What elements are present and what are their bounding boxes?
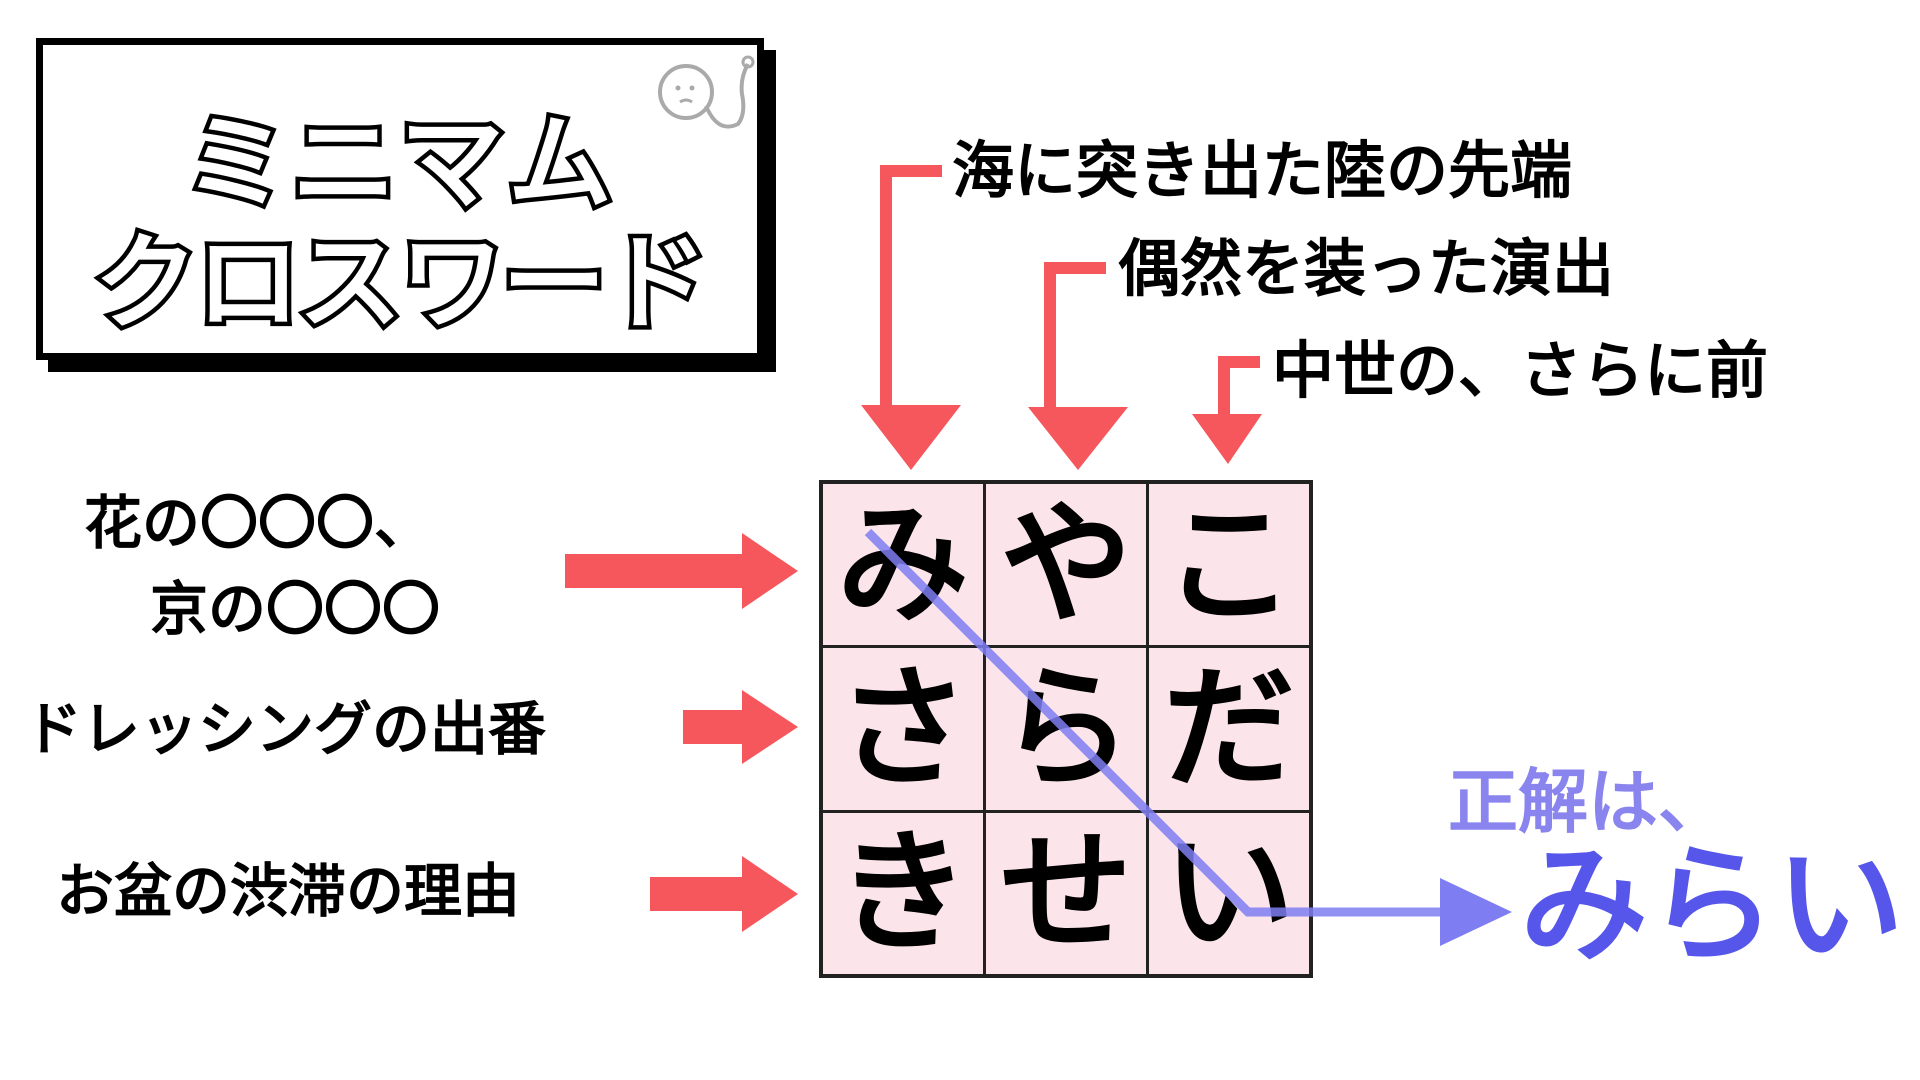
title-line-1: ミニマム — [179, 102, 616, 224]
title-line-2: クロスワード — [89, 222, 712, 344]
grid-cell-r1c3[interactable]: こ — [1149, 484, 1309, 646]
grid-cell-r2c3[interactable]: だ — [1149, 648, 1309, 810]
down-arrow-1 — [861, 165, 961, 470]
down-clue-1: 海に突き出た陸の先端 — [952, 134, 1573, 207]
across-clue-1-line1: 花の〇〇〇、 — [84, 489, 433, 557]
grid-cell-r1c1[interactable]: み — [823, 484, 983, 646]
grid-cell-r3c2[interactable]: せ — [986, 812, 1146, 974]
across-clue-3: お盆の渋滞の理由 — [56, 857, 521, 925]
grid-cell-r2c1[interactable]: さ — [823, 648, 983, 810]
down-arrow-3 — [1192, 356, 1262, 464]
across-clue-1-line2: 京の〇〇〇 — [150, 575, 441, 643]
down-arrow-2 — [1028, 262, 1128, 470]
crossword-grid: み や こ さ ら だ き せ い — [819, 480, 1313, 978]
across-arrow-2 — [683, 690, 798, 764]
answer-label: 正解は、 — [1448, 761, 1728, 843]
grid-cell-r1c2[interactable]: や — [986, 484, 1146, 646]
mascot-icon — [658, 55, 755, 129]
answer-value: みらい — [1520, 831, 1905, 980]
across-arrow-3 — [650, 856, 798, 932]
across-arrow-1 — [565, 533, 798, 609]
down-clue-3: 中世の、さらに前 — [1272, 334, 1769, 407]
grid-cell-r2c2[interactable]: ら — [986, 648, 1146, 810]
grid-cell-r3c1[interactable]: き — [823, 812, 983, 974]
title-box: ミニマム クロスワード — [36, 38, 764, 360]
grid-cell-r3c3[interactable]: い — [1149, 812, 1309, 974]
down-clue-2: 偶然を装った演出 — [1118, 232, 1615, 305]
across-clue-2: ドレッシングの出番 — [24, 695, 547, 763]
